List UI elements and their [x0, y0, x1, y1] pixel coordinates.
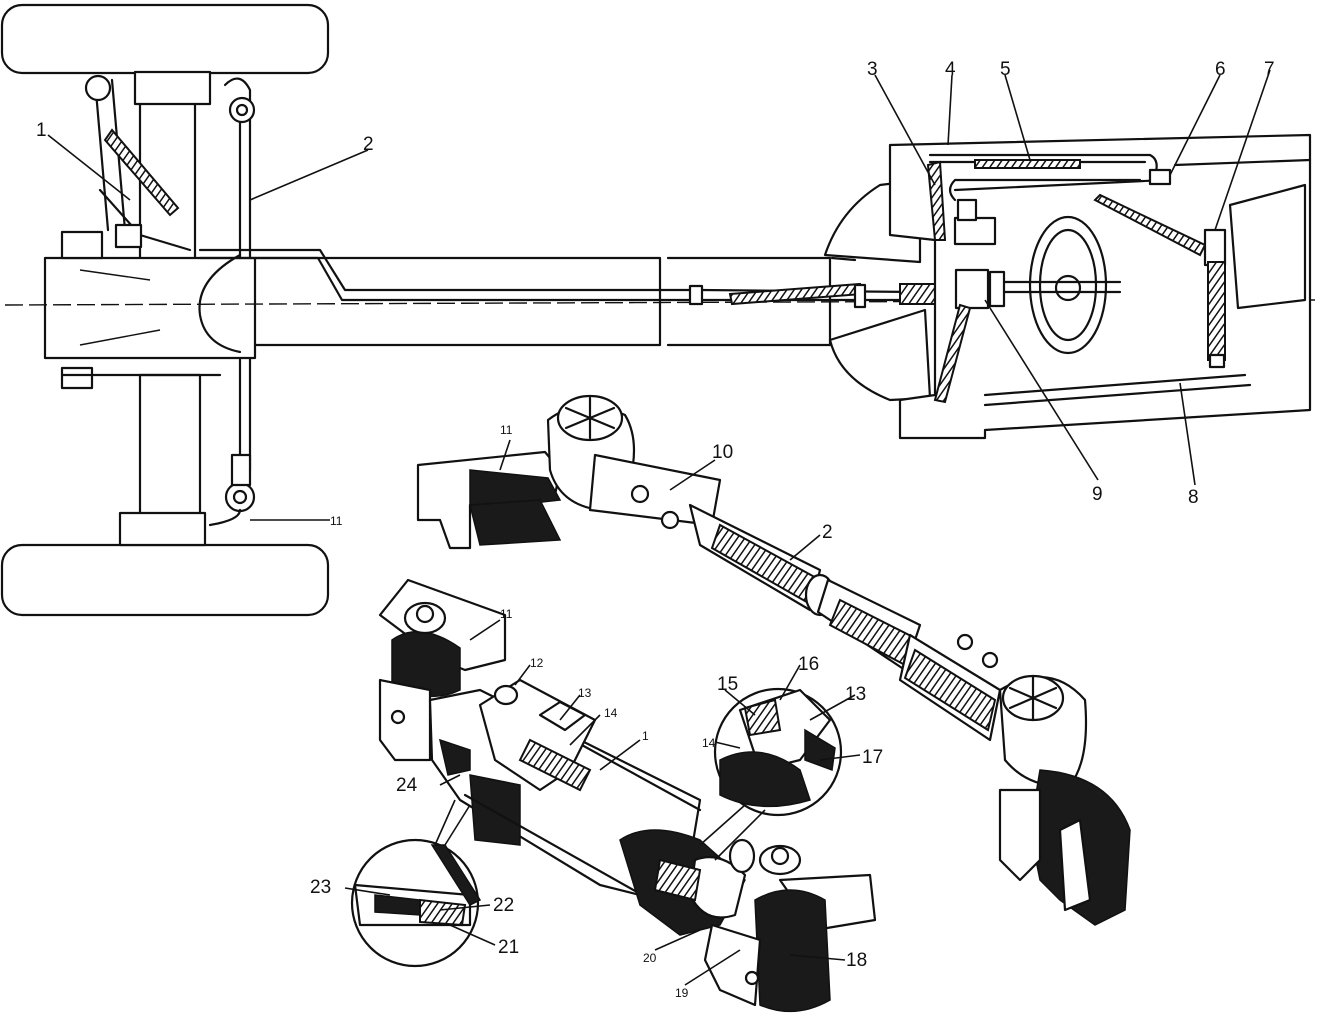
- label-9: 9: [1092, 484, 1103, 505]
- label-11-cylinder: 11: [500, 607, 513, 621]
- label-15: 15: [717, 674, 738, 695]
- label-5: 5: [1000, 59, 1011, 80]
- front-wheel-top: [0, 3, 330, 75]
- label-12: 12: [530, 656, 544, 670]
- label-14: 14: [702, 736, 716, 750]
- label-21: 21: [498, 937, 519, 958]
- callout-labels: 1 2 3 4 5 6 7 8 9 10 2 11 11 11 12 13 14…: [36, 59, 1275, 1000]
- tie-rod-detail: [416, 394, 1131, 926]
- leader-lines: [47, 69, 1271, 986]
- label-7: 7: [1264, 59, 1275, 80]
- front-wheel-bottom: [0, 543, 330, 617]
- label-20: 20: [643, 951, 657, 965]
- label-2: 2: [363, 134, 374, 155]
- label-1-cylinder: 1: [642, 729, 649, 743]
- power-cylinder-detail: [378, 578, 877, 1013]
- front-beam: [43, 256, 257, 360]
- label-17: 17: [862, 747, 883, 768]
- label-10: 10: [712, 442, 733, 463]
- label-19: 19: [675, 986, 689, 1000]
- label-11-top: 11: [330, 514, 343, 528]
- detail-circle-valve: [699, 687, 843, 861]
- label-16: 16: [798, 654, 819, 675]
- detail-circle-seal: [350, 799, 482, 968]
- label-24: 24: [396, 775, 418, 796]
- label-13: 13: [845, 684, 866, 705]
- label-14-cylinder: 14: [604, 706, 618, 720]
- chassis-top-view: [0, 3, 1316, 617]
- label-4: 4: [945, 59, 956, 80]
- label-23: 23: [310, 877, 331, 898]
- label-18: 18: [846, 950, 867, 971]
- label-3: 3: [867, 59, 878, 80]
- label-8: 8: [1188, 487, 1199, 508]
- label-6: 6: [1215, 59, 1226, 80]
- label-2-detail: 2: [822, 522, 833, 543]
- label-22: 22: [493, 895, 514, 916]
- label-13-cylinder: 13: [578, 686, 592, 700]
- label-1: 1: [36, 120, 47, 141]
- label-11-detail: 11: [500, 423, 513, 437]
